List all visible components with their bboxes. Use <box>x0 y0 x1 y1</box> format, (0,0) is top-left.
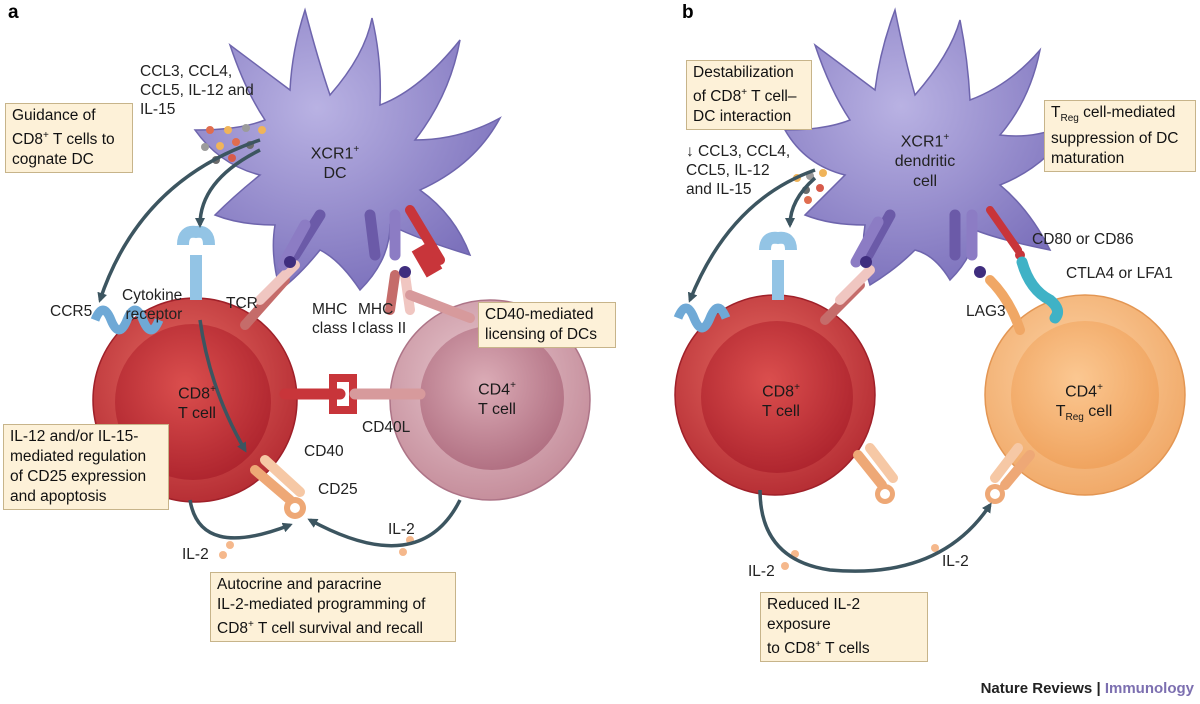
label-il2-right-a: IL-2 <box>388 521 415 538</box>
label-tcr-a: TCR <box>226 295 258 312</box>
ccr5-receptor-b <box>673 303 731 333</box>
label-cd8-a: CD8+T cell <box>178 384 216 423</box>
cd25-receptor-a <box>250 455 306 519</box>
label-il2-left-a: IL-2 <box>182 546 209 563</box>
cd25-receptor-b-cd8 <box>853 443 898 504</box>
cd8-t-cell-b <box>674 294 876 496</box>
label-cd80-b: CD80 or CD86 <box>1032 231 1134 248</box>
label-cd25-a: CD25 <box>318 481 358 498</box>
label-treg-b: CD4+ TReg cell <box>1055 382 1113 424</box>
label-dc-a: XCR1+DC <box>310 144 360 183</box>
cytokine-receptor-b <box>759 231 797 300</box>
note-reduced-il2: Reduced IL-2 exposure to CD8+ T cells <box>760 592 928 663</box>
note-guidance: Guidance of CD8+ T cells to cognate DC <box>5 103 133 174</box>
label-cd40l-a: CD40L <box>362 419 411 436</box>
mhc2-complex-a <box>364 209 415 315</box>
dendritic-cell-b <box>783 7 1077 287</box>
label-lag3-b: LAG3 <box>966 303 1006 320</box>
label-ctla4-b: CTLA4 or LFA1 <box>1066 265 1173 282</box>
cd40-cd40l-dc-a <box>405 205 475 323</box>
journal-credit: Nature Reviews | Immunology <box>980 680 1194 697</box>
treg-cell-b <box>984 294 1186 496</box>
panel-label-a: a <box>8 2 19 23</box>
lag3-mhc2-complex-b <box>949 209 1025 335</box>
label-cd40-a: CD40 <box>304 443 344 460</box>
ccr5-receptor-a <box>90 305 164 335</box>
label-cd4-a: CD4+T cell <box>478 380 516 419</box>
label-cd8-b: CD8+T cell <box>762 382 800 421</box>
label-il2-right-b: IL-2 <box>942 553 969 570</box>
arrows-b <box>687 168 992 573</box>
cytokine-receptor-a <box>177 225 215 300</box>
arrows-a <box>97 138 462 548</box>
note-destabilization: Destabilization of CD8+ T cell– DC inter… <box>686 60 812 131</box>
panel-label-b: b <box>682 2 694 23</box>
tcr-mhc1-complex-b <box>820 209 896 325</box>
label-il2-left-b: IL-2 <box>748 563 775 580</box>
dendritic-cell-a <box>193 7 502 292</box>
cd80-ctla4-b <box>986 206 1064 324</box>
cd40-cd40l-tcell-a <box>279 374 426 414</box>
tcr-mhc1-complex-a <box>240 209 326 330</box>
label-ccr5-a: CCR5 <box>50 303 93 320</box>
cd25-receptor-b-treg <box>985 443 1035 504</box>
cd4-t-cell-a <box>389 299 591 501</box>
